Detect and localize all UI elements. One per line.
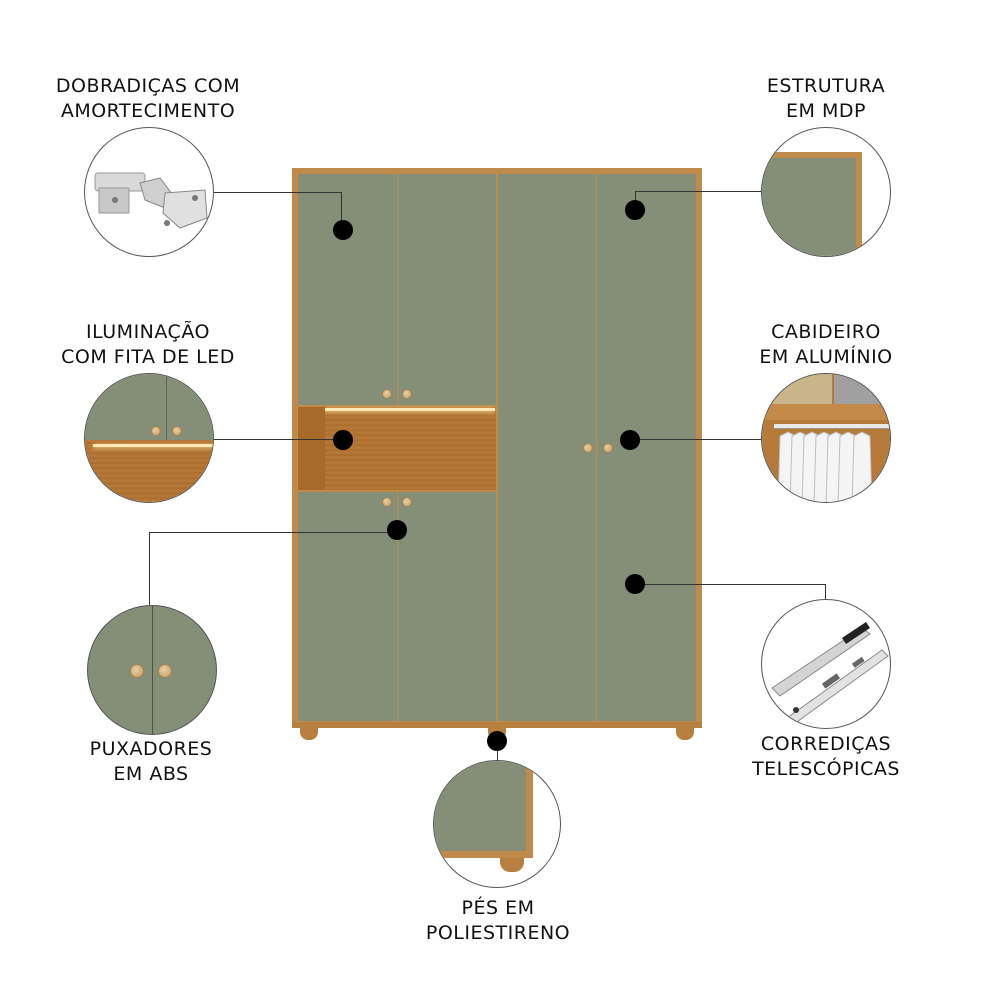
handles-seam <box>152 606 153 734</box>
handles-leader-h <box>149 532 397 533</box>
feet-detail-edge-right <box>526 761 533 858</box>
hinges-leader-v <box>341 192 342 230</box>
hinges-leader-h <box>214 192 342 193</box>
hanger-detail-circle <box>761 373 891 503</box>
mdp-edge-top <box>762 152 862 158</box>
hanger-shelf <box>762 404 890 420</box>
led-detail-circle <box>84 373 214 503</box>
foot-left <box>300 728 318 740</box>
structure-leader-h <box>635 191 761 192</box>
feet-detail-edge-bottom <box>434 851 533 858</box>
upper-left-door-2 <box>398 174 496 405</box>
led-leader <box>214 439 343 440</box>
knob-icon <box>151 426 161 436</box>
led-strip <box>325 408 495 411</box>
knob-icon <box>603 443 613 453</box>
structure-label: ESTRUTURA EM MDP <box>766 75 886 122</box>
foot-right <box>676 728 694 740</box>
tall-door-right <box>597 174 696 721</box>
hinges-detail-circle <box>84 127 214 257</box>
slides-detail-circle <box>761 599 891 729</box>
led-detail-wood <box>85 440 213 502</box>
structure-marker[interactable] <box>625 200 645 220</box>
led-label: ILUMINAÇÃO COM FITA DE LED <box>61 321 235 368</box>
led-niche <box>298 407 496 490</box>
hinge-icon <box>94 172 208 229</box>
led-detail-doors <box>85 374 213 440</box>
knob-icon <box>130 664 144 678</box>
slides-label: CORREDIÇAS TELESCÓPICAS <box>752 733 900 780</box>
aluminum-rod-icon <box>774 424 890 429</box>
handles-marker[interactable] <box>387 520 407 540</box>
hanger-label: CABIDEIRO EM ALUMÍNIO <box>759 321 893 368</box>
hanger-cloth <box>834 374 890 404</box>
knob-icon <box>382 497 392 507</box>
wardrobe-product <box>292 168 702 740</box>
handles-leader-v <box>149 532 150 605</box>
hanger-upper-shelf <box>772 374 832 404</box>
tall-door-left <box>498 174 596 721</box>
slides-marker[interactable] <box>625 574 645 594</box>
slides-leader-v <box>825 584 826 599</box>
mdp-panel <box>762 158 856 256</box>
feet-label: PÉS EM POLIESTIRENO <box>425 897 571 944</box>
wardrobe-bottom-edge <box>292 722 702 728</box>
niche-side <box>298 407 325 490</box>
knob-icon <box>158 664 172 678</box>
knob-icon <box>402 497 412 507</box>
polystyrene-foot-icon <box>500 858 524 872</box>
knob-icon <box>172 426 182 436</box>
lower-left-door <box>298 492 397 721</box>
knob-icon <box>583 443 593 453</box>
hinges-marker[interactable] <box>333 220 353 240</box>
feet-detail-circle <box>433 760 561 888</box>
feet-marker[interactable] <box>487 731 507 751</box>
handles-detail-circle <box>87 605 217 735</box>
shirts-icon <box>777 431 873 502</box>
mdp-edge-right <box>856 152 862 256</box>
slides-leader-h <box>635 584 826 585</box>
telescopic-slide-icon <box>771 622 889 725</box>
led-detail-strip <box>93 444 213 447</box>
hanger-marker[interactable] <box>620 430 640 450</box>
hinges-label: DOBRADIÇAS COM AMORTECIMENTO <box>55 75 241 122</box>
knob-icon <box>382 389 392 399</box>
led-detail-seam <box>166 374 167 440</box>
handles-label: PUXADORES EM ABS <box>89 738 213 785</box>
hanger-leader <box>630 439 761 440</box>
structure-detail-circle <box>761 127 891 257</box>
knob-icon <box>402 389 412 399</box>
feet-leader <box>497 750 498 760</box>
upper-left-door <box>298 174 397 405</box>
led-marker[interactable] <box>333 430 353 450</box>
feet-detail-panel <box>434 761 526 851</box>
lower-left-door-2 <box>398 492 496 721</box>
